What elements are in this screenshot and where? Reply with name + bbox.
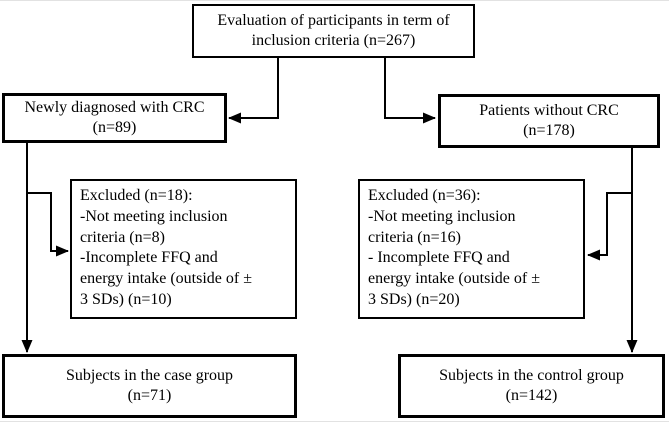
node-patients-without-crc: Patients without CRC (n=178) bbox=[438, 94, 660, 148]
node-excluded-control: Excluded (n=36): -Not meeting inclusion … bbox=[358, 179, 585, 319]
node-excluded-control-text: Excluded (n=36): -Not meeting inclusion … bbox=[368, 187, 540, 308]
node-case-group-text: Subjects in the case group (n=71) bbox=[65, 366, 234, 404]
node-excluded-case-text: Excluded (n=18): -Not meeting inclusion … bbox=[80, 187, 252, 308]
node-control-group: Subjects in the control group (n=142) bbox=[398, 354, 665, 418]
arrow-evaluation-to-patients-without-crc bbox=[384, 58, 436, 124]
node-case-group: Subjects in the case group (n=71) bbox=[2, 354, 297, 418]
arrow-patients-to-excluded-control bbox=[587, 192, 632, 261]
node-excluded-case: Excluded (n=18): -Not meeting inclusion … bbox=[70, 179, 297, 319]
node-newly-diagnosed-text: Newly diagnosed with CRC (n=89) bbox=[24, 98, 205, 136]
node-newly-diagnosed-crc: Newly diagnosed with CRC (n=89) bbox=[2, 93, 227, 143]
arrow-newly-diagnosed-to-excluded-case bbox=[27, 192, 69, 257]
node-patients-without-text: Patients without CRC (n=178) bbox=[479, 101, 619, 139]
arrow-evaluation-to-newly-diagnosed bbox=[228, 58, 279, 124]
node-control-group-text: Subjects in the control group (n=142) bbox=[439, 366, 624, 404]
node-evaluation-text: Evaluation of participants in term of in… bbox=[217, 11, 450, 49]
node-evaluation-of-participants: Evaluation of participants in term of in… bbox=[192, 4, 475, 58]
